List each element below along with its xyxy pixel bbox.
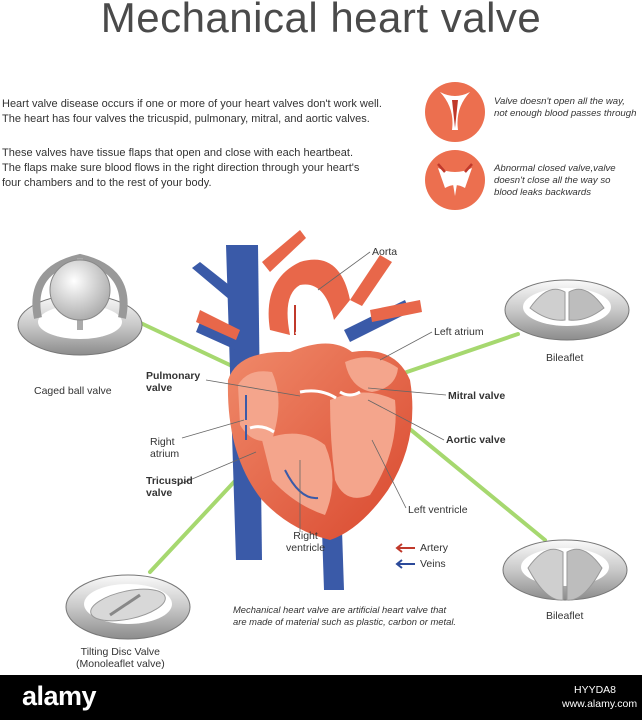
label-pulmonary-valve: Pulmonary valve [146,370,200,394]
note-line: doesn't close all the way so [494,175,611,186]
label-mitral-valve: Mitral valve [448,390,506,402]
label-line: Tricuspid [146,475,193,487]
label-aortic-valve: Aortic valve [446,434,506,446]
label-caged-ball-valve: Caged ball valve [34,385,112,397]
label-right-ventricle: Right ventricle [286,530,325,554]
label-left-atrium: Left atrium [434,326,484,338]
tilting-disc-valve-image [65,574,191,640]
label-line: Tilting Disc Valve [80,646,161,658]
note-line: Abnormal closed valve,valve [494,163,616,174]
label-right-atrium: Right atrium [150,436,179,460]
page-title: Mechanical heart valve [100,0,542,41]
label-tilting-disc-valve: Tilting Disc Valve (Monoleaflet valve) [76,646,165,670]
image-id: HYYDA8 [574,684,617,696]
regurgitation-valve-icon [425,150,485,210]
intro-line: These valves have tissue flaps that open… [2,147,353,159]
caption-line: are made of material such as plastic, ca… [233,616,457,627]
caption-line: Mechanical heart valve are artificial he… [233,604,447,615]
alamy-url: www.alamy.com [562,698,638,710]
caged-ball-valve-image [17,253,143,356]
stenosis-note: Valve doesn't open all the way, not enou… [494,96,636,120]
label-bileaflet-bottom: Bileaflet [546,610,584,622]
intro-line: The heart has four valves the tricuspid,… [2,113,370,125]
stenosis-valve-icon [425,82,485,142]
legend-arrows [395,543,415,569]
label-line: Pulmonary [146,370,201,382]
label-line: Right [150,436,175,448]
regurgitation-note: Abnormal closed valve,valve doesn't clos… [494,163,616,199]
label-aorta: Aorta [372,246,398,258]
label-line: ventricle [286,542,326,554]
heart [227,305,413,540]
alamy-logo: alamy [22,681,97,711]
intro-line: The flaps make sure blood flows in the r… [2,162,360,174]
leader-lines [177,251,447,532]
intro-paragraph-1: Heart valve disease occurs if one or mor… [2,97,422,127]
label-tricuspid-valve: Tricuspid valve [146,475,193,499]
caption: Mechanical heart valve are artificial he… [233,604,456,628]
label-line: Right [293,530,318,542]
label-line: valve [146,382,173,394]
label-line: (Monoleaflet valve) [76,658,165,670]
intro-paragraph-2: These valves have tissue flaps that open… [2,146,422,191]
intro-line: Heart valve disease occurs if one or mor… [2,98,382,110]
footer-bar [0,675,642,720]
label-bileaflet-top: Bileaflet [546,352,584,364]
bileaflet-valve-top-image [504,279,630,341]
label-line: valve [146,487,173,499]
note-line: blood leaks backwards [494,187,592,198]
note-line: not enough blood passes through [494,108,637,119]
note-line: Valve doesn't open all the way, [494,96,625,107]
legend-veins: Veins [420,558,446,570]
bileaflet-valve-bottom-image [502,539,628,601]
label-left-ventricle: Left ventricle [408,504,468,516]
intro-line: four chambers and to the rest of your bo… [2,177,212,189]
watermark: alamy [294,325,343,344]
legend-artery: Artery [420,542,449,554]
label-line: atrium [150,448,180,460]
